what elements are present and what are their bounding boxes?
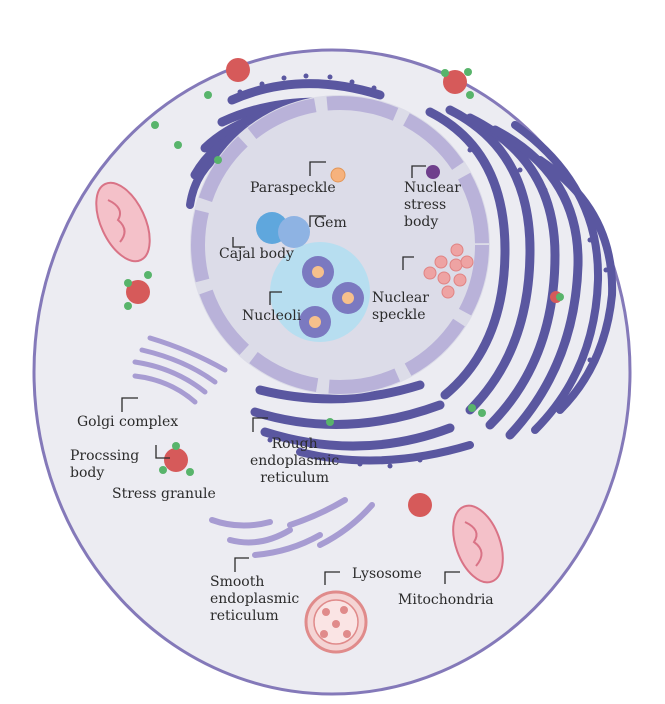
nucleoli-shapes [299,256,364,338]
nucleolus-region [270,242,370,342]
label-nuclear-speckle-line2: speckle [372,307,426,323]
ribosome-dots [237,73,615,469]
label-nuclear-stress-body-line2: stress [404,197,447,213]
label-nucleoli: Nucleoli [242,308,302,324]
label-rough-er: Rough endoplasmic reticulum [250,436,339,487]
label-gem: Gem [314,215,347,231]
paraspeckle [330,167,346,183]
gem [278,216,310,248]
label-rough-er-line1: Rough [271,436,318,452]
leader-lines [121,161,460,585]
label-golgi-complex: Golgi complex [77,414,179,430]
nucleus [190,95,490,395]
rough-er [186,79,617,465]
label-mitochondria: Mitochondria [398,592,494,608]
mitochondrion-right [452,504,504,584]
smooth-er-shape [209,497,375,558]
label-nuclear-stress-body-line1: Nuclear [404,180,461,196]
label-stress-granule: Stress granule [112,486,216,502]
label-cajal-body: Cajal body [219,246,294,262]
nuclear-stress-body [426,165,440,179]
label-lysosome: Lysosome [352,566,422,582]
label-smooth-er-line2: endoplasmic [210,591,300,607]
mitochondrion-left [95,181,151,263]
label-nuclear-stress-body-line3: body [404,214,439,230]
lysosome-shape [304,590,368,654]
label-paraspeckle: Paraspeckle [250,180,336,196]
label-nuclear-stress-body: Nuclear stress body [404,180,461,231]
label-rough-er-line3: reticulum [260,470,329,486]
label-processing-body-line1: Procssing [70,448,140,464]
label-processing-body-line2: body [70,465,105,481]
label-smooth-er-line3: reticulum [210,608,279,624]
golgi-complex-shape [132,335,228,405]
label-smooth-er: Smooth endoplasmic reticulum [210,574,299,625]
label-smooth-er-line1: Smooth [210,574,265,590]
nuclear-speckles [423,243,474,299]
green-dots [124,68,564,476]
label-nuclear-speckle-line1: Nuclear [372,290,429,306]
label-processing-body: Procssing body [70,448,139,482]
nuclear-envelope [191,96,489,394]
label-rough-er-line2: endoplasmic [250,453,340,469]
label-nuclear-speckle: Nuclear speckle [372,290,429,324]
